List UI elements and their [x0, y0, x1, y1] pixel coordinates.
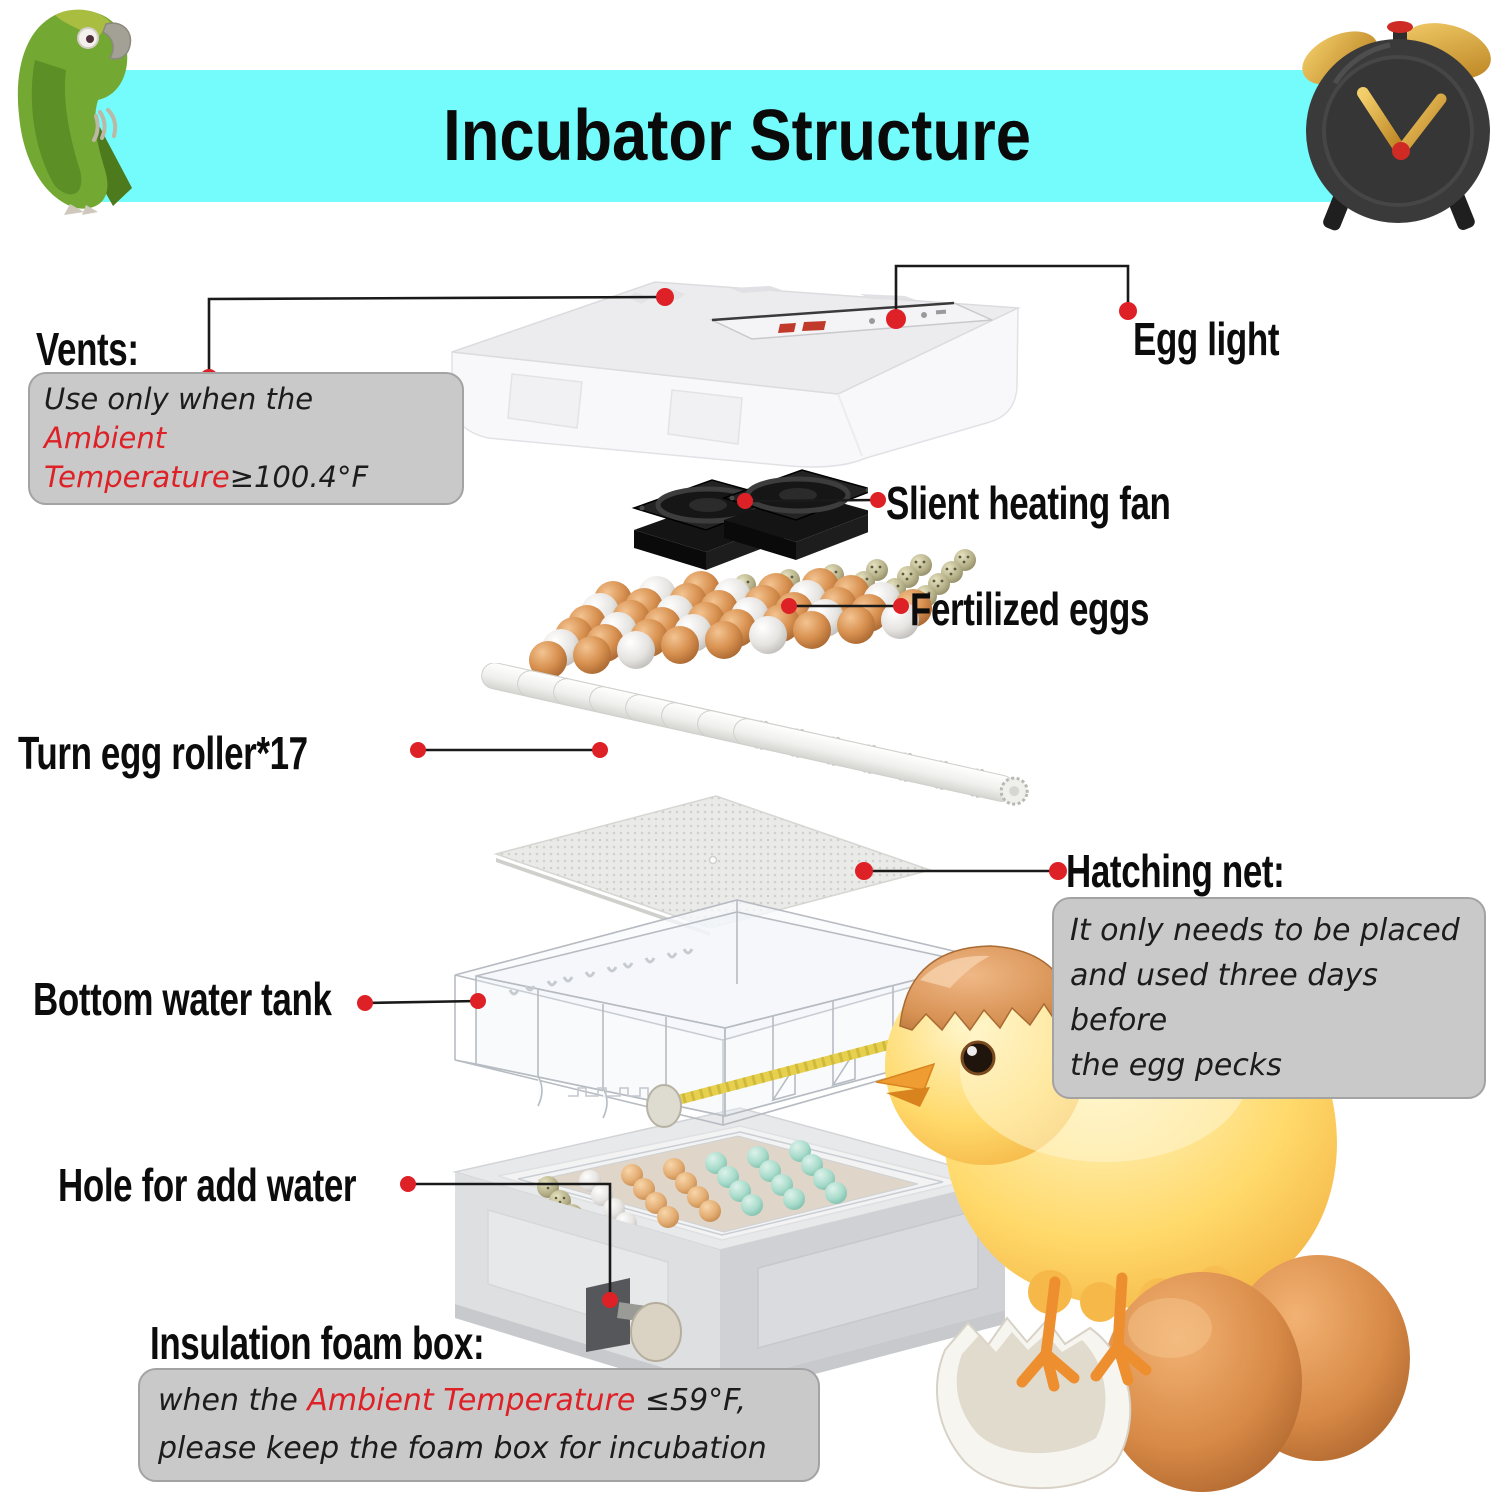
- egg-light-label: Egg light: [1133, 313, 1280, 365]
- foam-box-rim: [452, 1107, 1008, 1251]
- chick-beak: [875, 1062, 936, 1107]
- add-water-leader: [400, 1176, 618, 1308]
- egg-roller-leader: [410, 742, 608, 758]
- parrot-eye: [86, 35, 94, 43]
- fan-unit-left: [631, 479, 787, 570]
- broken-eggshell: [936, 1316, 1132, 1490]
- hatching-net-leader: [855, 862, 1067, 880]
- vents-note-line1: Use only when the: [44, 382, 314, 416]
- tank-hooks: [508, 948, 694, 996]
- chick-legs: [1016, 1272, 1152, 1392]
- water-tank-leader: [357, 993, 486, 1011]
- foam-note-line1: when the Ambient Temperature ≤59°F,: [158, 1383, 747, 1418]
- foam-box-label: Insulation foam box:: [150, 1317, 485, 1369]
- heating-fan-leader: [737, 492, 886, 509]
- lid-led-display: [778, 323, 796, 333]
- foam-box-front-right-face: [720, 1180, 1005, 1385]
- vents-note-line2: Ambient Temperature≥100.4°F: [44, 421, 369, 494]
- hatching-net-label: Hatching net:: [1066, 845, 1285, 897]
- egg-roller-illustration: [481, 663, 1029, 806]
- incubator-lid-illustration: [451, 281, 1021, 468]
- lid-vent-slots: [628, 292, 650, 304]
- tank-turning-rod: [646, 1034, 905, 1128]
- brown-egg-right: [1226, 1255, 1410, 1461]
- hatching-net-illustration: [493, 795, 933, 936]
- foam-egg-rows: [537, 1140, 847, 1240]
- water-fill-hole: [586, 1278, 682, 1362]
- clock-bell-right: [1403, 23, 1491, 79]
- fertilized-eggs-leader: [781, 598, 909, 614]
- parrot-beak: [102, 22, 132, 60]
- clock-minute-hand: [1395, 93, 1447, 157]
- clock-button: [1387, 21, 1413, 33]
- lid-control-panel: [709, 302, 993, 340]
- brown-egg-front: [1102, 1272, 1302, 1492]
- fertilized-eggs-label: Fertilized eggs: [910, 583, 1150, 635]
- hatching-net-note: It only needs to be placed and used thre…: [1052, 897, 1486, 1099]
- chick-eye: [960, 1040, 996, 1076]
- egg-light-leader: [886, 264, 1137, 329]
- foam-box-front-left-face: [455, 1172, 720, 1385]
- egg-tray-rows: [529, 549, 976, 679]
- net-center-hole: [708, 855, 718, 865]
- water-tank-illustration: [454, 899, 1004, 1128]
- heating-fan-label: Slient heating fan: [886, 477, 1171, 529]
- roller-set: [481, 663, 1029, 806]
- page-title: Incubator Structure: [443, 96, 1032, 176]
- vents-note: Use only when the Ambient Temperature≥10…: [28, 372, 464, 505]
- title-banner: Incubator Structure: [85, 70, 1390, 202]
- chick-eggshell-cap: [899, 945, 1075, 1032]
- water-hole-knob: [630, 1302, 682, 1362]
- add-water-label: Hole for add water: [58, 1159, 357, 1211]
- heating-fan-illustration: [631, 469, 868, 570]
- water-tank-label: Bottom water tank: [33, 973, 332, 1025]
- vents-label: Vents:: [36, 323, 139, 375]
- lid-top-face: [451, 281, 1021, 395]
- foam-box-illustration: [452, 1107, 1008, 1399]
- foam-box-note: when the Ambient Temperature ≤59°F, plea…: [138, 1368, 820, 1482]
- fan-unit-right: [721, 469, 868, 560]
- egg-roller-label: Turn egg roller*17: [18, 727, 308, 779]
